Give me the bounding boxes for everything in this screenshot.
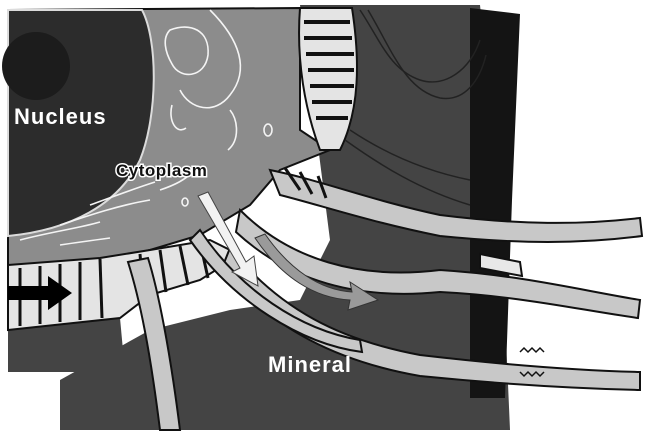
- label-mineral: Mineral: [268, 352, 352, 377]
- nucleolus: [2, 32, 70, 100]
- label-nucleus: Nucleus: [14, 104, 107, 129]
- process-top: [299, 8, 357, 150]
- label-cytoplasm: Cytoplasm: [116, 161, 207, 180]
- mineral-edge: [470, 8, 520, 398]
